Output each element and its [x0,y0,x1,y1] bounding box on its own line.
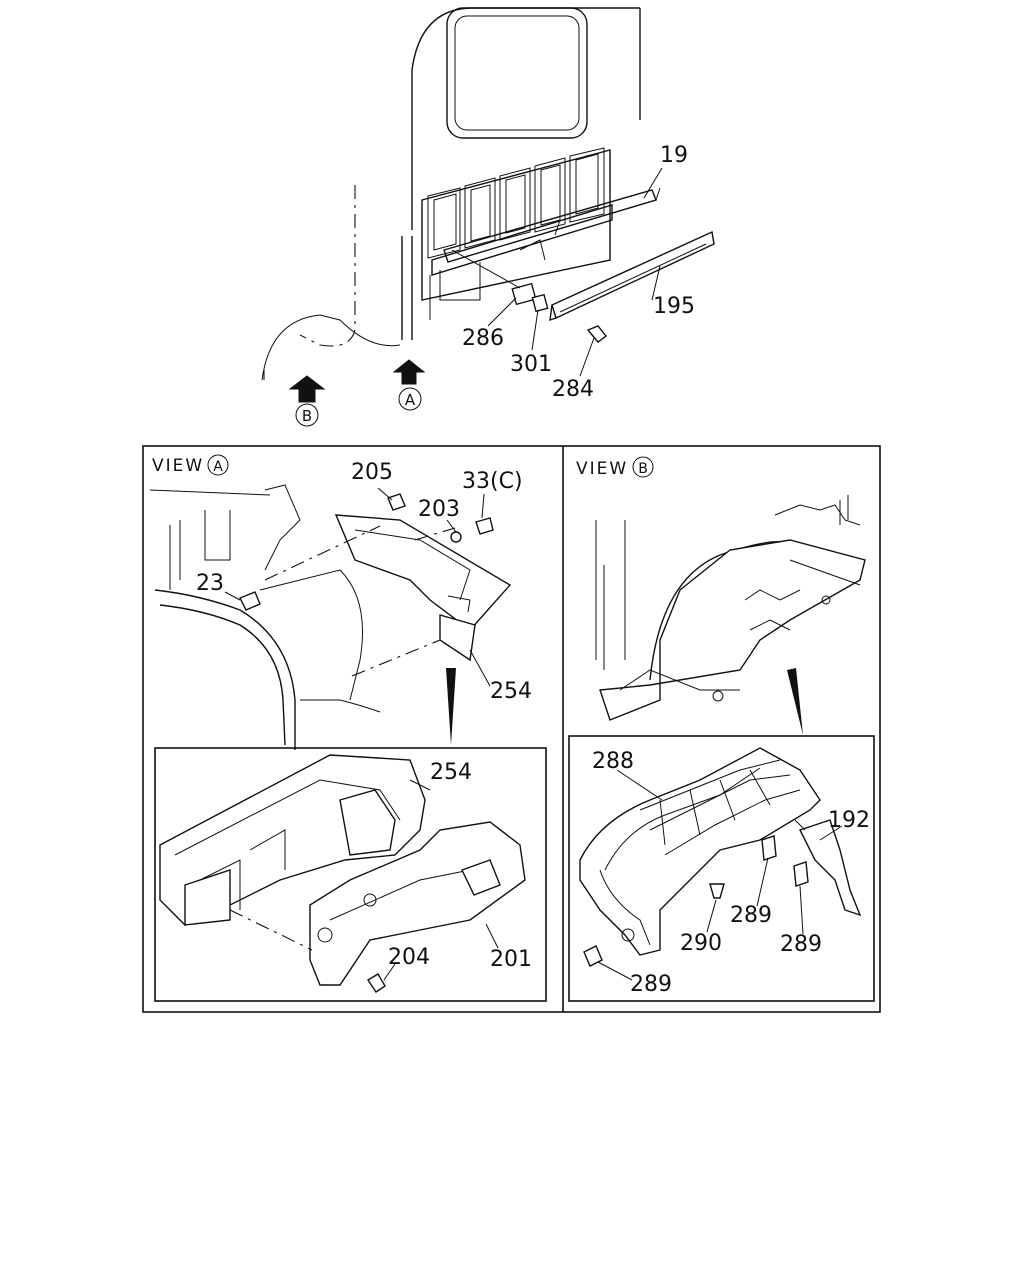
callout-201: 201 [490,947,532,972]
callout-204: 204 [388,945,430,970]
callout-203: 203 [418,497,460,522]
callout-195: 195 [653,294,695,319]
callout-254-lower: 254 [430,760,472,785]
view-b-mark-circle [632,456,654,478]
arrow-b-label: B [302,407,312,425]
callout-192: 192 [828,808,870,833]
callout-33c: 33(C) [462,469,523,494]
callout-289-b: 289 [780,932,822,957]
callout-290: 290 [680,931,722,956]
callout-288: 288 [592,749,634,774]
callout-205: 205 [351,460,393,485]
cab-rear-drawing [261,7,715,427]
view-a-title: VIEW [152,456,204,476]
arrow-a-label: A [405,391,416,409]
callout-254-upper: 254 [490,679,532,704]
callout-301: 301 [510,352,552,377]
views-frame [142,445,881,1013]
callout-289-c: 289 [630,972,672,997]
view-b-inset-frame [568,735,875,1002]
callout-289-a: 289 [730,903,772,928]
view-b-fender-drawing [595,495,866,735]
view-a-fender-drawing [149,484,512,750]
callout-23: 23 [196,571,224,596]
callout-286: 286 [462,326,504,351]
view-a-inset-drawing [159,754,526,993]
view-a-inset-frame [154,747,547,1002]
view-b-inset-drawing [579,747,862,981]
view-b-mark: B [638,461,648,477]
view-a-mark: A [213,459,223,475]
view-a-mark-circle [207,454,229,476]
view-b-title: VIEW [576,459,628,479]
callout-19: 19 [660,143,688,168]
callout-284: 284 [552,377,594,402]
